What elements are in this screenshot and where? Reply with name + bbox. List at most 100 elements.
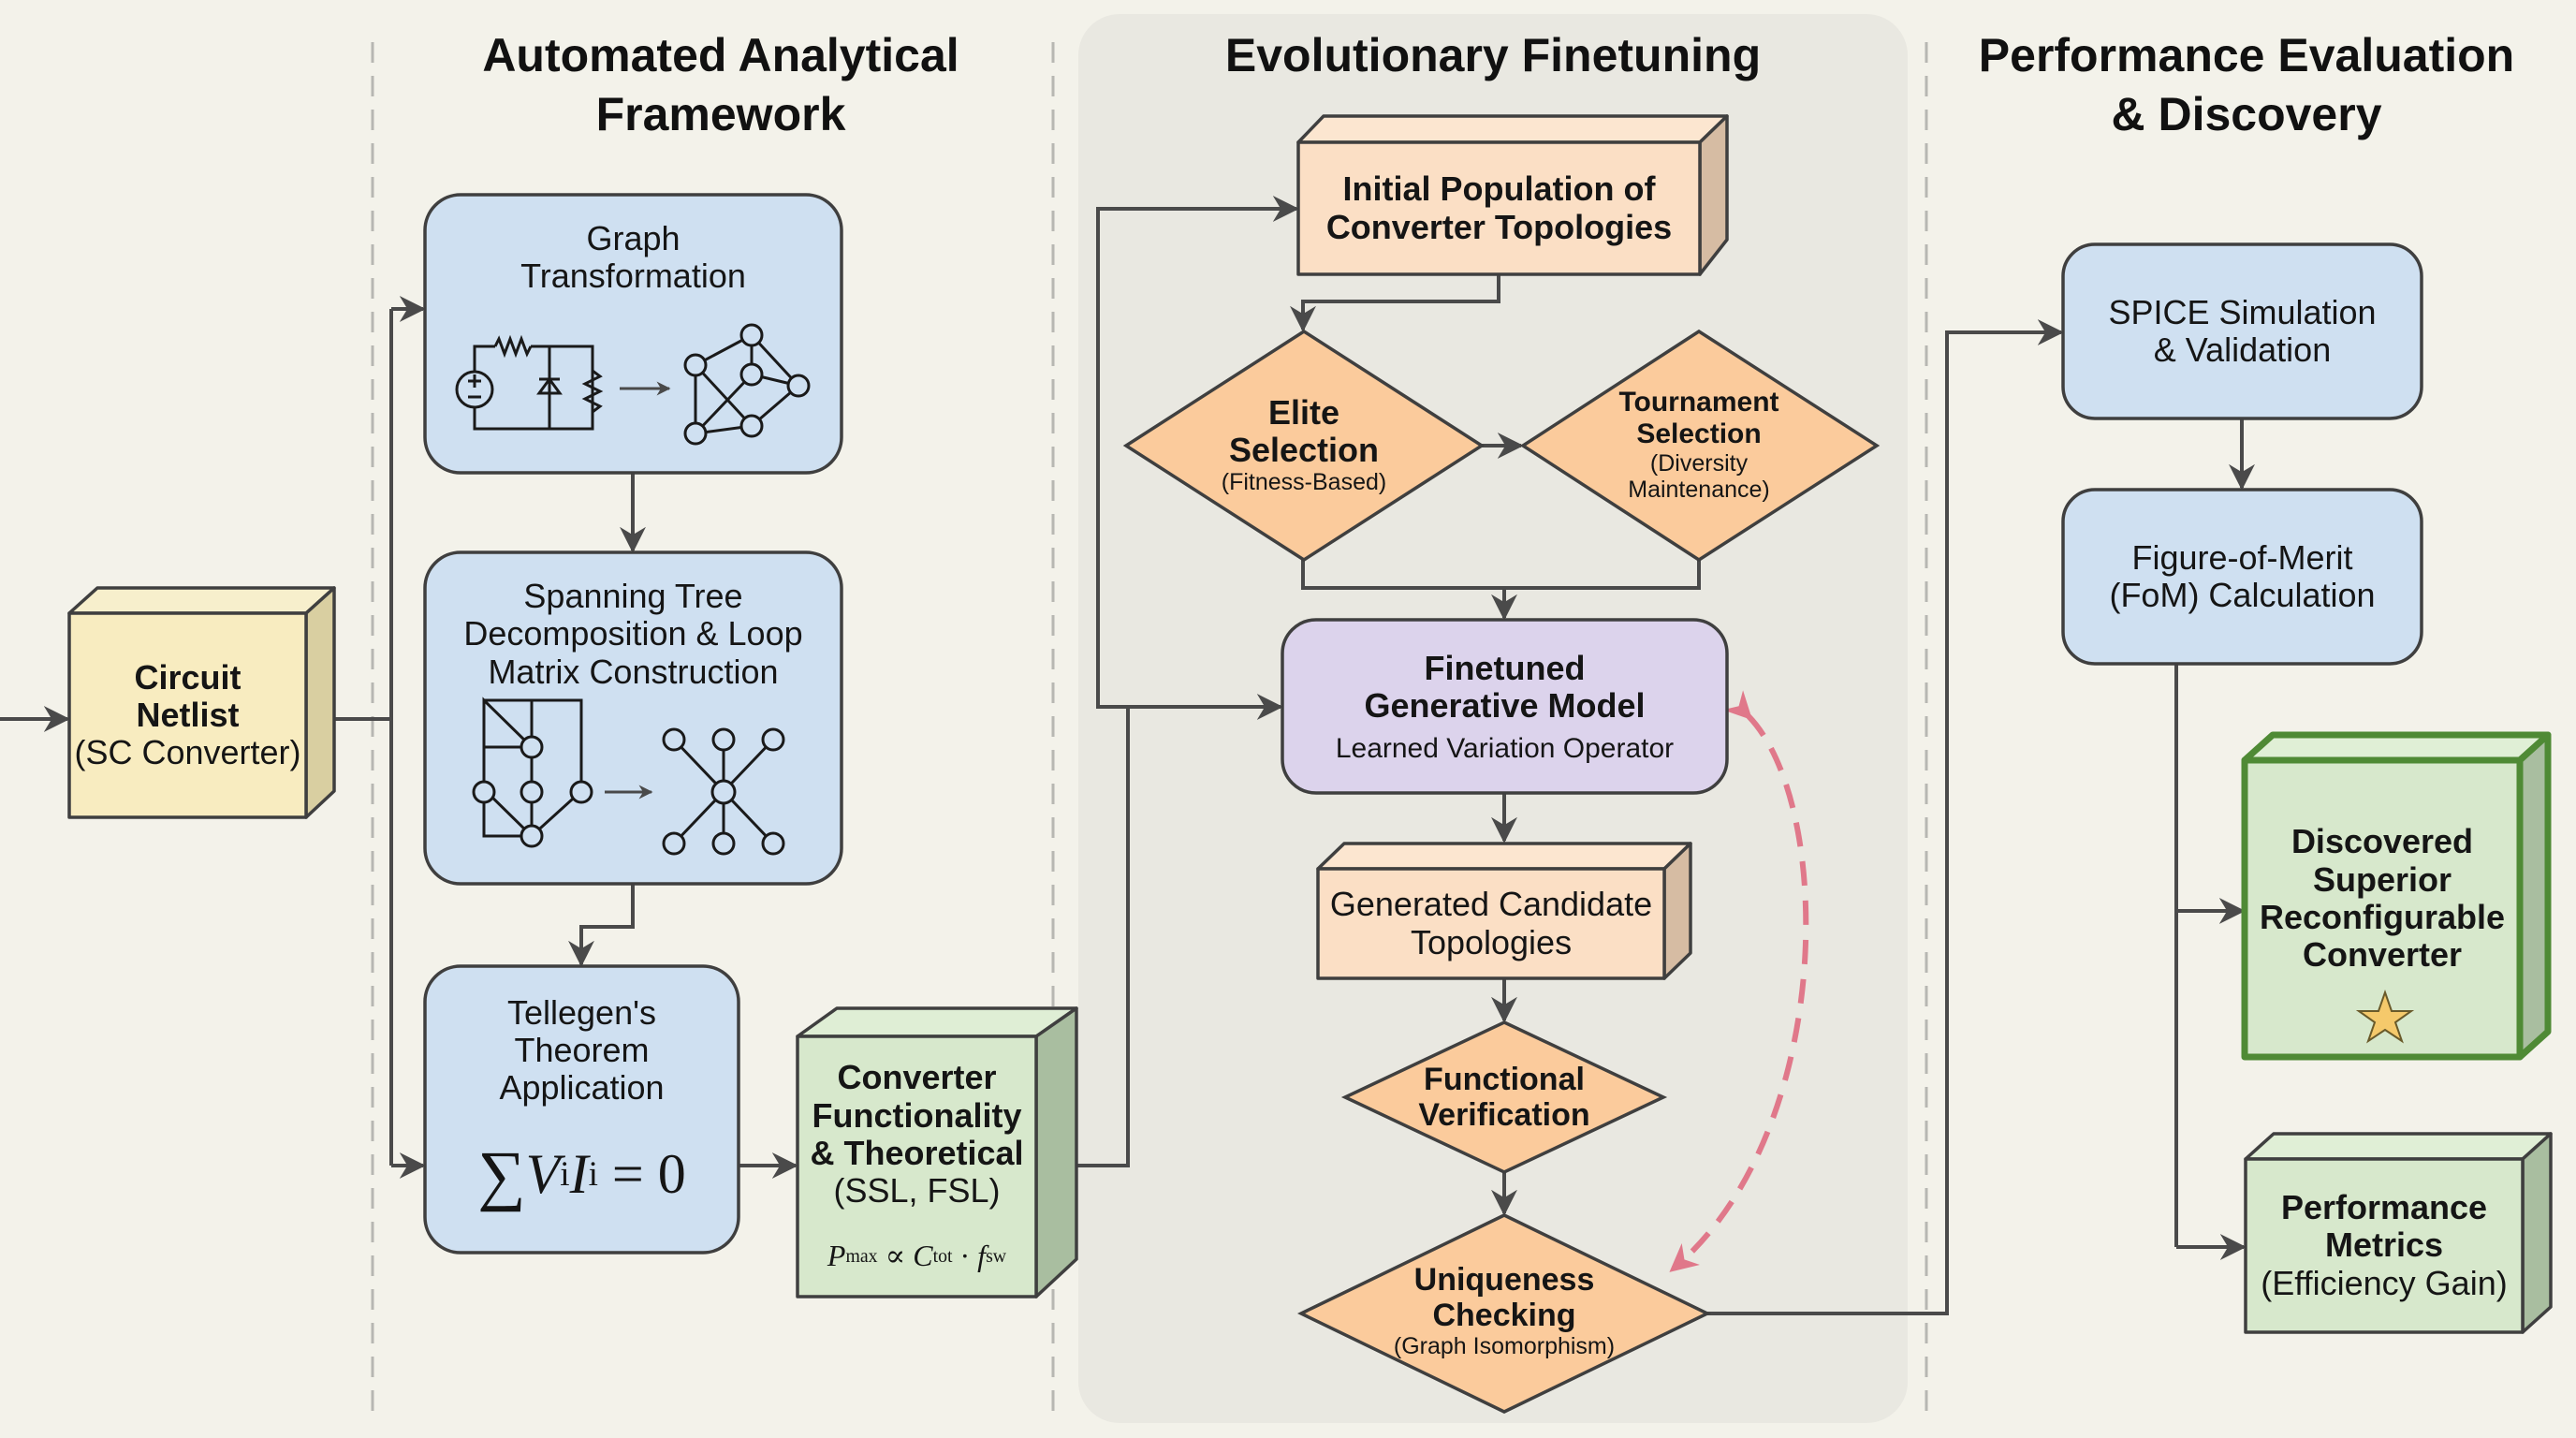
generated-candidates-line2: Topologies [1410,922,1573,961]
column-title-performance-line2: & Discovery [2111,87,2382,140]
elite-selection-diamond [1122,329,1486,563]
arrow-to-initial-pop [1096,196,1299,709]
formula-f-sub: sw [986,1245,1007,1267]
formula-prop: ∝ [877,1239,914,1273]
feedback-loop-arrow [1669,690,1809,1272]
formula-c: C [913,1239,933,1273]
arrow-converter-evo [1076,694,1283,1167]
column-title-performance: Performance Evaluation & Discovery [1938,26,2555,143]
initial-population-box [1296,114,1729,276]
column-title-analytical: Automated Analytical Framework [412,26,1030,143]
generated-candidates-box [1316,842,1692,980]
converter-functionality-box [796,1006,1078,1299]
spice-simulation-box [2061,242,2423,420]
graph-transformation-box [423,193,843,475]
formula-dot: · [952,1239,978,1273]
discovered-converter-line1: Discovered [2291,822,2474,861]
functional-verification-diamond [1340,1020,1668,1174]
discovered-converter-label: Discovered Superior Reconfigurable Conve… [2245,805,2520,992]
circuit-schematic-icon [455,334,604,431]
fom-calculation-label: Figure-of-Merit (FoM) Calculation [2063,490,2422,664]
converter-functionality-line1: Converter [837,1058,997,1097]
graph-transformation-line2: Transformation [520,257,746,295]
graph-transformation-line1: Graph [586,218,681,257]
uniqueness-checking-diamond [1296,1213,1712,1414]
converter-functionality-line4: (SSL, FSL) [833,1171,1001,1211]
spanning-tree-label: Spanning Tree Decomposition & Loop Matri… [425,566,842,702]
formula-i: I [569,1143,589,1206]
formula-v: V [525,1143,561,1206]
initial-population-label: Initial Population of Converter Topologi… [1298,142,1700,274]
circuit-netlist-label: Circuit Netlist (SC Converter) [69,613,306,817]
spanning-tree-line1: Spanning Tree [523,577,743,616]
elite-selection-line1: Elite [1267,392,1340,432]
formula-p: P [827,1239,846,1273]
tournament-selection-line1: Tournament [1618,387,1779,418]
discovered-converter-line2: Superior [2312,859,2452,899]
tellegen-line3: Application [499,1068,665,1108]
finetuned-model-line2: Generative Model [1364,686,1646,726]
tellegen-label: Tellegen's Theorem Application [425,985,739,1116]
arrow-spanning-tellegen [568,884,635,967]
uniqueness-checking-line1: Uniqueness [1413,1261,1595,1298]
fom-calculation-line2: (FoM) Calculation [2109,576,2376,614]
performance-metrics-line1: Performance [2280,1188,2488,1227]
column-title-performance-line1: Performance Evaluation [1978,29,2515,81]
converter-functionality-line3: & Theoretical [810,1134,1024,1172]
circuit-netlist-box [67,586,336,819]
spice-simulation-line1: SPICE Simulation [2108,292,2377,331]
performance-metrics-line2: Metrics [2324,1225,2444,1265]
column-title-analytical-line1: Automated Analytical [482,29,959,81]
loop-graph-icon [472,697,593,848]
performance-metrics-box [2244,1132,2553,1334]
tournament-selection-label: Tournament Selection (Diversity Maintena… [1559,374,1839,515]
merge-selection [1301,560,1701,590]
finetuned-model-label: Finetuned Generative Model Learned Varia… [1282,627,1727,786]
functional-verification-line2: Verification [1418,1097,1590,1133]
discovered-converter-line4: Converter [2302,935,2463,975]
spanning-tree-icon [662,727,785,856]
uniqueness-checking-line2: Checking [1432,1298,1576,1333]
graph-transformation-label: Graph Transformation [425,211,842,304]
column-title-analytical-line2: Framework [595,87,846,140]
formula-i-sub: i [588,1155,598,1195]
tellegen-box [423,964,740,1255]
formula-c-sub: tot [932,1245,953,1267]
circuit-netlist-line3: (SC Converter) [74,733,301,772]
performance-metrics-line3: (Efficiency Gain) [2261,1263,2508,1302]
initial-population-line1: Initial Population of [1342,169,1656,209]
elite-selection-label: Elite Selection (Fitness-Based) [1164,374,1444,515]
uniqueness-checking-line3: (Graph Isomorphism) [1393,1333,1616,1360]
spanning-tree-line3: Matrix Construction [488,652,779,691]
initial-population-line2: Converter Topologies [1325,207,1673,246]
generated-candidates-label: Generated Candidate Topologies [1318,869,1664,978]
fom-calculation-box [2061,488,2423,666]
tellegen-line1: Tellegen's [507,992,656,1032]
formula-f: f [977,1239,987,1273]
fom-calculation-line1: Figure-of-Merit [2131,537,2353,577]
elite-selection-line3: (Fitness-Based) [1221,469,1387,496]
tournament-selection-line3: (Diversity [1649,449,1749,477]
finetuned-model-box [1281,618,1729,795]
star-icon [2355,989,2415,1044]
circuit-netlist-line2: Netlist [136,695,240,734]
finetuned-model-line1: Finetuned [1424,648,1586,687]
arrow-uniqueness-spice [1707,319,2064,1315]
discovered-converter-line3: Reconfigurable [2259,898,2506,936]
tellegen-line2: Theorem [514,1030,650,1069]
generated-candidates-line1: Generated Candidate [1329,885,1653,924]
tournament-selection-line4: Maintenance) [1628,476,1770,503]
column-title-evolutionary: Evolutionary Finetuning [1078,26,1908,85]
tournament-selection-diamond [1519,329,1881,563]
uniqueness-checking-label: Uniqueness Checking (Graph Isomorphism) [1345,1245,1663,1376]
circuit-netlist-line1: Circuit [134,657,242,697]
formula-v-sub: i [560,1155,570,1195]
finetuned-model-line3: Learned Variation Operator [1335,732,1675,764]
converter-functionality-line2: Functionality [812,1095,1022,1135]
formula-sum: ∑ [477,1137,526,1212]
spice-simulation-line2: & Validation [2153,330,2332,369]
spice-simulation-label: SPICE Simulation & Validation [2063,244,2422,418]
